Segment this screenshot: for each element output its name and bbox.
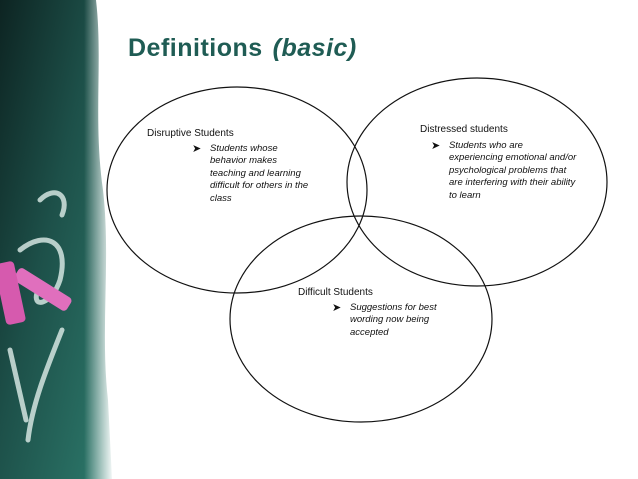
difficult-definition: Suggestions for best wording now being a… — [350, 302, 437, 338]
disruptive-bullet: ➤ Students whose behavior makes teaching… — [192, 143, 310, 205]
title-main: Definitions — [128, 34, 263, 62]
distressed-definition: Students who are experiencing emotional … — [449, 140, 577, 201]
arrow-bullet-icon: ➤ — [332, 302, 342, 314]
disruptive-definition: Students whose behavior makes teaching a… — [210, 143, 309, 204]
chalk-sticks — [0, 261, 72, 325]
circle-disruptive — [106, 86, 368, 294]
circle-difficult — [229, 215, 493, 423]
arrow-bullet-icon: ➤ — [431, 140, 441, 152]
circle-distressed — [346, 77, 608, 287]
distressed-bullet: ➤ Students who are experiencing emotiona… — [431, 140, 579, 202]
title-sub: (basic) — [272, 34, 357, 62]
slide-title: Definitions (basic) — [128, 34, 357, 63]
disruptive-label: Disruptive Students — [147, 128, 234, 139]
arrow-bullet-icon: ➤ — [192, 143, 202, 155]
difficult-label: Difficult Students — [298, 287, 373, 298]
chalk-scribbles — [7, 190, 67, 443]
distressed-label: Distressed students — [420, 124, 508, 135]
difficult-bullet: ➤ Suggestions for best wording now being… — [332, 302, 442, 339]
